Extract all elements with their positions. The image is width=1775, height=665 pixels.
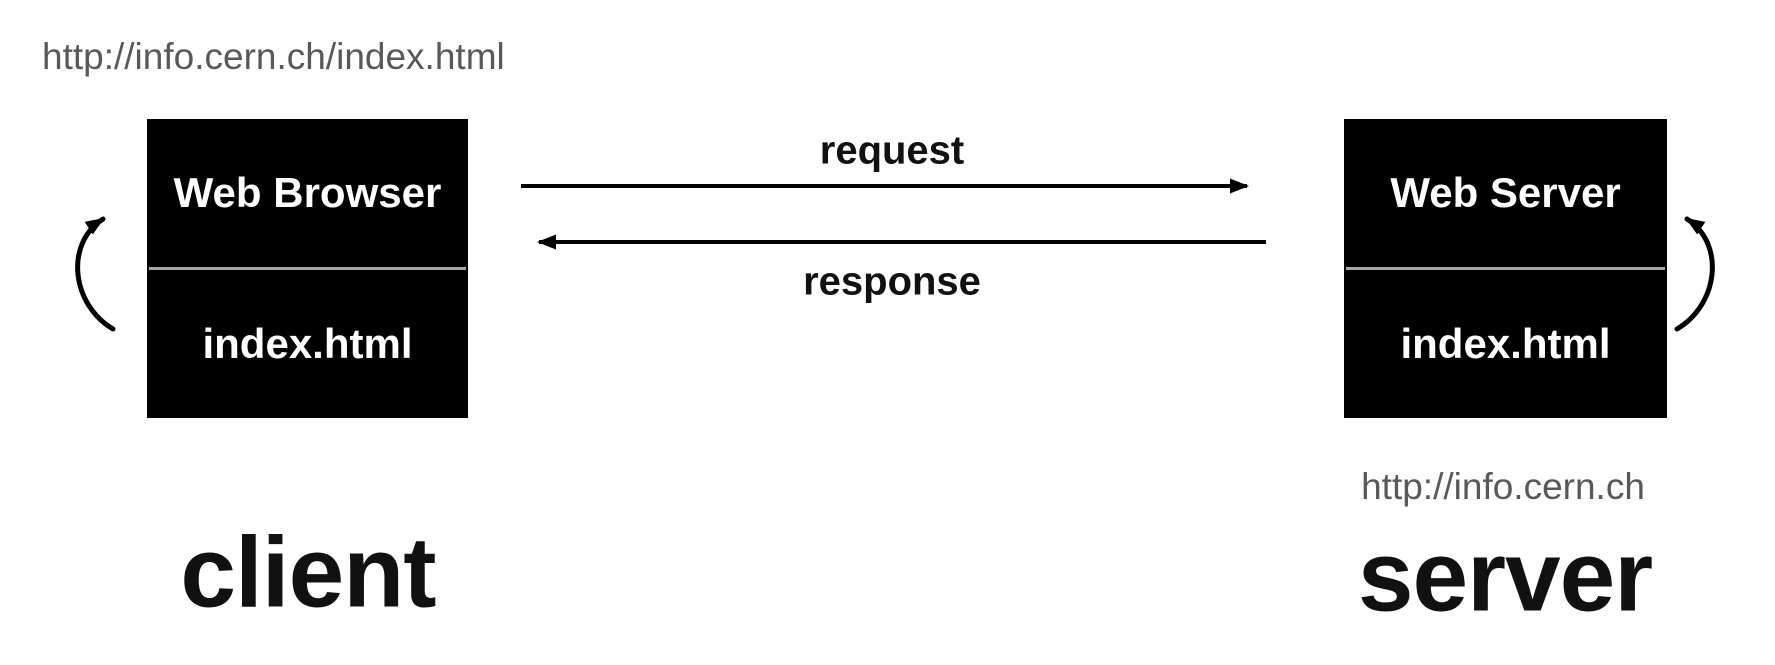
client-box: Web Browser index.html: [147, 119, 468, 418]
server-refresh-arrow-icon: [1674, 216, 1715, 332]
response-label: response: [803, 259, 981, 304]
server-caption: server: [1357, 520, 1653, 633]
client-box-file: index.html: [202, 320, 413, 367]
request-url-text: http://info.cern.ch/index.html: [42, 36, 505, 77]
client-box-divider: [149, 267, 466, 270]
server-box-divider: [1346, 267, 1665, 270]
request-label: request: [819, 128, 965, 173]
client-box-title: Web Browser: [173, 169, 442, 216]
server-box-file: index.html: [1400, 320, 1611, 367]
client-refresh-arrow-icon: [75, 216, 116, 332]
server-box: Web Server index.html: [1344, 119, 1667, 418]
server-url-text: http://info.cern.ch: [1361, 466, 1645, 507]
client-caption: client: [180, 516, 436, 629]
server-box-title: Web Server: [1390, 169, 1621, 216]
